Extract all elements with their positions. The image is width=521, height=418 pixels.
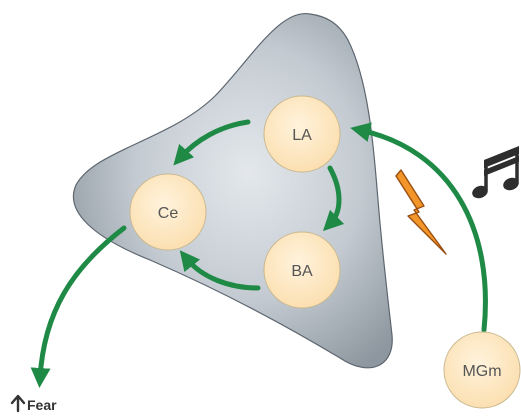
node-ce-label: Ce: [158, 205, 179, 222]
arrow-la-to-ce: [173, 119, 251, 166]
node-ce: Ce: [129, 173, 207, 251]
arrow-mgm-to-la: [350, 122, 488, 333]
fear-label: Fear: [27, 397, 57, 413]
music-note-icon: [472, 146, 519, 199]
node-mgm-label: MGm: [462, 363, 501, 380]
arrow-ce-to-fear: [30, 225, 127, 388]
arrow-ba-to-ce: [179, 250, 261, 291]
lightning-bolt-icon: [395, 169, 447, 255]
up-arrow-icon: [10, 394, 26, 413]
node-ba-label: BA: [291, 263, 313, 280]
node-la-label: LA: [292, 127, 312, 144]
node-la: LA: [263, 95, 341, 173]
amygdala-region: [72, 13, 393, 369]
node-mgm: MGm: [443, 331, 521, 409]
arrow-la-to-ba: [322, 165, 345, 232]
node-ba: BA: [263, 231, 341, 309]
